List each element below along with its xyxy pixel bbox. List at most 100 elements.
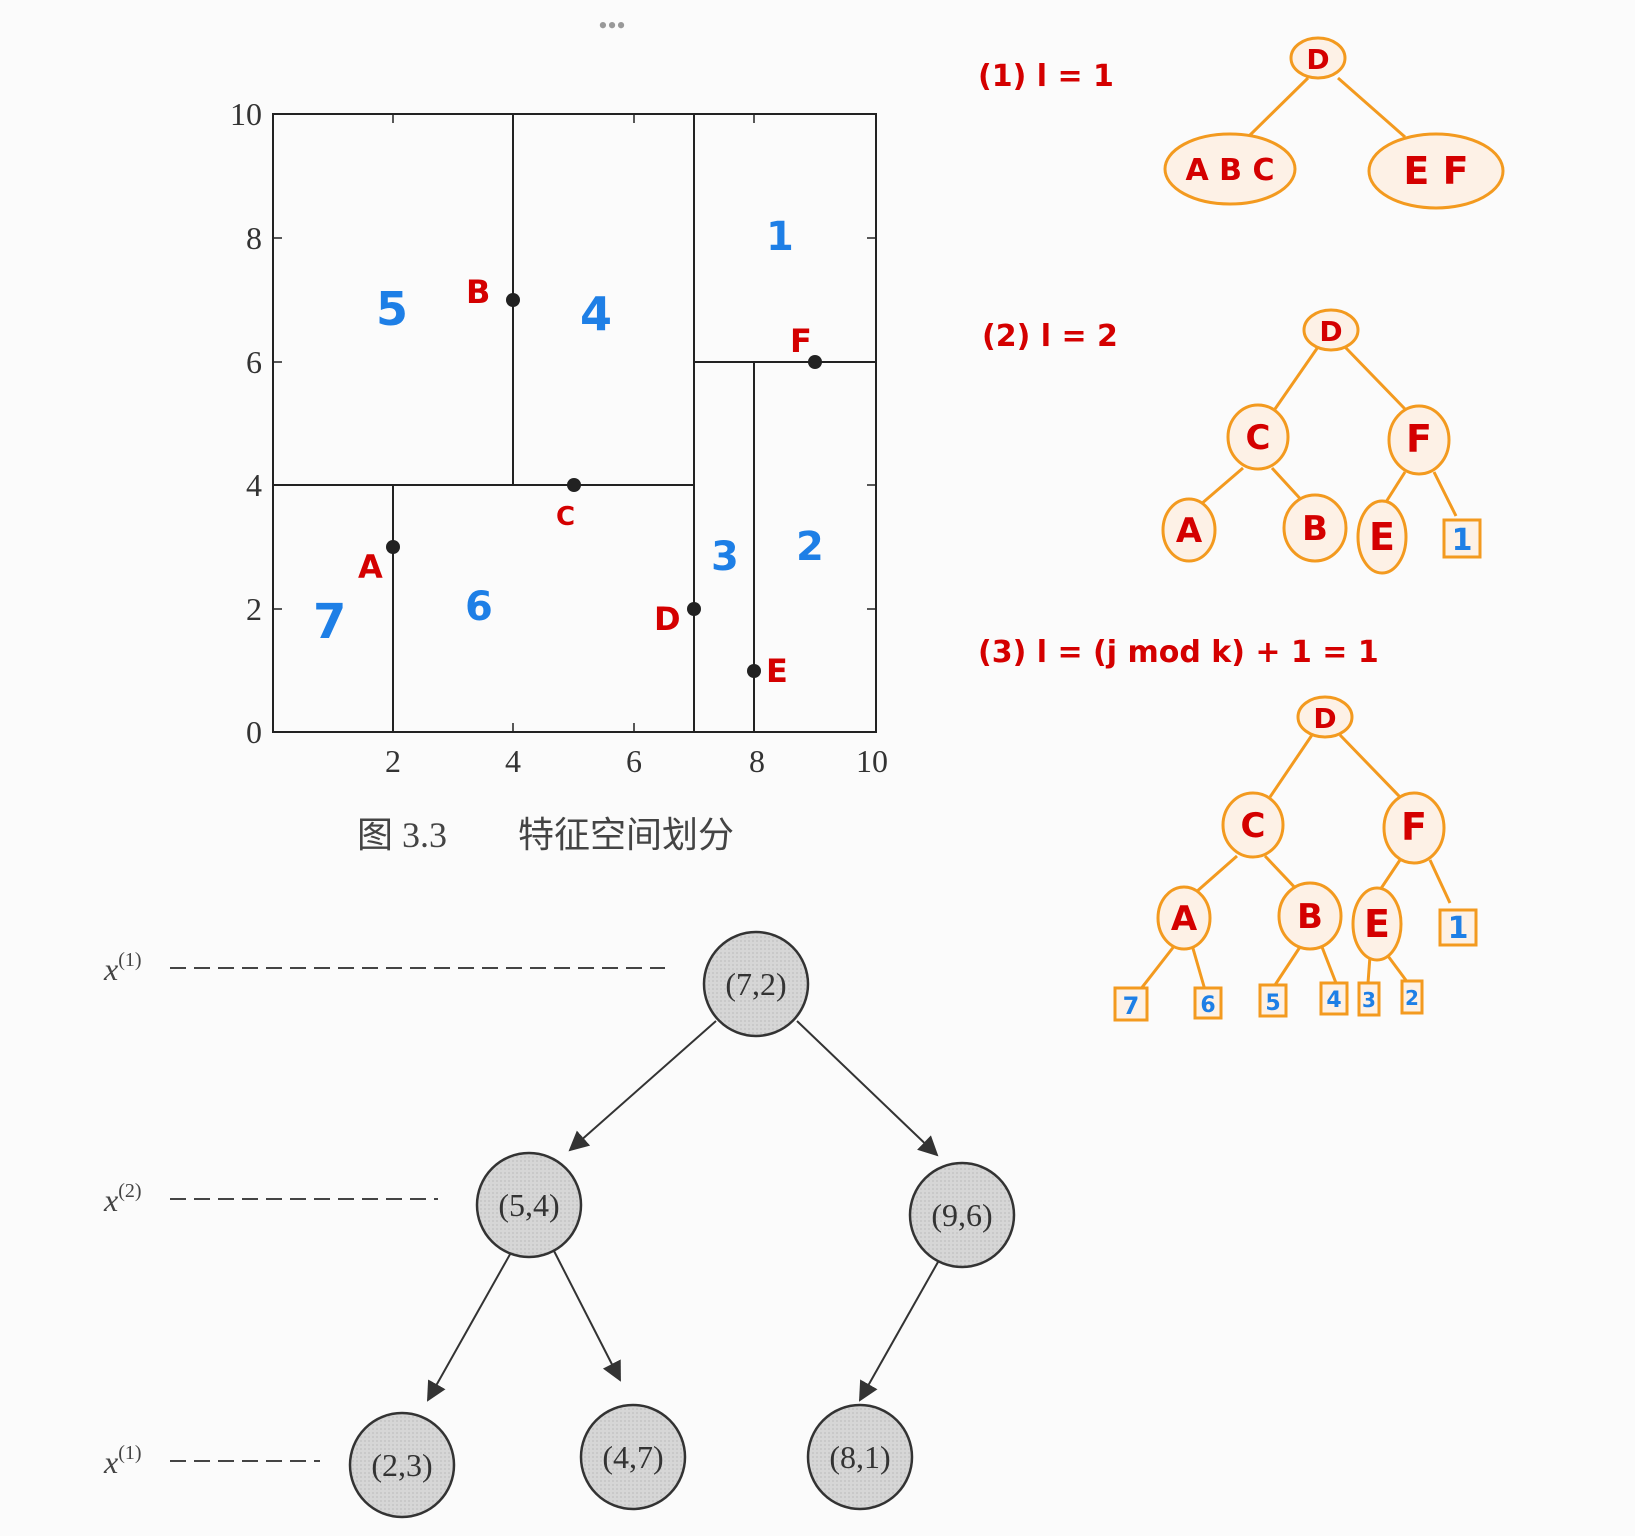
kd-node-7-2 [702, 930, 810, 1038]
data-point-d [687, 602, 701, 616]
tree3-node-c [1221, 791, 1285, 859]
tree2-node-a [1161, 497, 1217, 563]
level-label-1: x(1) [103, 949, 142, 987]
kd-node-label: (4,7) [602, 1439, 663, 1475]
annotation-trees: (1) l = 1 (2) l = 2 (3) l = (j mod k) + … [978, 36, 1505, 1022]
region-label-4: 4 [580, 287, 612, 341]
data-point-f [808, 355, 822, 369]
x-tick-label: 6 [626, 743, 642, 779]
tree3-b-label: B [1297, 897, 1323, 937]
plot-frame [272, 113, 877, 733]
region-label-7: 7 [313, 594, 346, 650]
point-label-b: B [466, 273, 490, 311]
tree1-root-node [1289, 36, 1347, 80]
tree2-node-c [1226, 403, 1290, 471]
tree3-root-label: D [1313, 702, 1336, 735]
tree3-a-label: A [1171, 899, 1198, 939]
kd-node-label: (7,2) [725, 966, 786, 1002]
point-label-d: D [654, 600, 681, 638]
data-point-b [506, 293, 520, 307]
tree3-c-label: C [1241, 806, 1266, 846]
tick-marks [273, 114, 876, 732]
tree2-c-label: C [1246, 418, 1271, 458]
tree1-left-label: A B C [1186, 153, 1275, 188]
y-tick-label: 6 [246, 344, 262, 380]
tree3-leaf-6-label: 6 [1200, 993, 1215, 1018]
x-tick-label: 2 [385, 743, 401, 779]
tree3-leaf-5 [1258, 983, 1288, 1018]
region-label-6: 6 [465, 584, 493, 630]
tree2-node-f [1387, 404, 1451, 476]
tree1-right-label: E F [1403, 149, 1468, 193]
y-tick-label: 2 [246, 591, 262, 627]
tree3-leaf-2 [1400, 979, 1424, 1015]
kd-node-2-3 [348, 1411, 456, 1519]
kd-node-5-4 [475, 1151, 583, 1259]
tree2-root-label: D [1319, 315, 1342, 348]
y-tick-label: 10 [230, 96, 262, 132]
tree3-root-node [1296, 695, 1354, 739]
tree3-node-e [1351, 886, 1403, 962]
region-label-2: 2 [796, 524, 824, 570]
point-label-c: C [556, 502, 575, 532]
data-point-e [747, 664, 761, 678]
tree2-f-label: F [1406, 417, 1432, 461]
kd-node-4-7 [579, 1403, 687, 1511]
point-label-e: E [766, 652, 788, 690]
top-dots: ••• [598, 11, 625, 40]
x-tick-label: 8 [749, 743, 765, 779]
tree1-right-node [1367, 132, 1505, 210]
tree3-leaf-5-label: 5 [1265, 991, 1280, 1016]
data-point-c [567, 478, 581, 492]
tree3-leaf-2-label: 2 [1405, 986, 1419, 1010]
point-label-f: F [790, 322, 812, 360]
tree2-b-label: B [1302, 509, 1328, 549]
tree3-leaf-3-label: 3 [1362, 988, 1376, 1012]
y-tick-label: 4 [246, 467, 262, 503]
region-label-1: 1 [766, 214, 794, 260]
tree2-node-b [1282, 493, 1348, 563]
step-label-2: (2) l = 2 [982, 319, 1118, 354]
tree3-leaf-4-label: 4 [1326, 988, 1341, 1013]
level-label-3: x(1) [103, 1442, 142, 1480]
tree2-root-node [1302, 308, 1360, 352]
tree3-leaf-1 [1438, 908, 1478, 947]
tree3-f-label: F [1401, 805, 1427, 849]
kd-tree-diagram: x(1) x(2) x(1) (7,2) (5 [103, 930, 1016, 1519]
tree3-node-f [1382, 791, 1446, 865]
level-label-2: x(2) [103, 1180, 142, 1218]
kd-node-label: (8,1) [829, 1439, 890, 1475]
tree2-node-e [1356, 499, 1408, 575]
tree2-leaf-1 [1442, 518, 1482, 559]
tree2-leaf-1-label: 1 [1452, 523, 1473, 558]
kd-node-label: (9,6) [931, 1197, 992, 1233]
step-label-3: (3) l = (j mod k) + 1 = 1 [978, 635, 1379, 670]
figure-caption-number: 图 3.3 [357, 815, 447, 855]
x-tick-label: 10 [856, 743, 888, 779]
tree1-left-node [1163, 132, 1297, 206]
tree3-leaf-3 [1357, 981, 1381, 1017]
tree3-leaf-6 [1193, 986, 1223, 1020]
data-point-a [386, 540, 400, 554]
tree2-e-label: E [1369, 515, 1395, 559]
tree3-leaf-7 [1113, 986, 1149, 1022]
region-label-3: 3 [711, 534, 739, 580]
tree2-a-label: A [1176, 511, 1203, 551]
y-tick-label: 8 [246, 220, 262, 256]
tree3-e-label: E [1364, 902, 1390, 946]
feature-space-plot: 10 8 6 4 2 0 2 4 6 8 10 A B C [230, 96, 888, 855]
kd-node-label: (5,4) [498, 1187, 559, 1223]
tree3-leaf-4 [1319, 981, 1349, 1016]
tree3-leaf-7-label: 7 [1123, 992, 1140, 1020]
partition-lines [273, 114, 876, 732]
region-label-5: 5 [376, 282, 408, 336]
tree3-node-b [1277, 881, 1343, 951]
y-tick-label: 0 [246, 714, 262, 750]
kd-node-9-6 [908, 1161, 1016, 1269]
step-label-1: (1) l = 1 [978, 59, 1114, 94]
point-label-a: A [358, 548, 383, 586]
tree3-leaf-1-label: 1 [1448, 911, 1469, 946]
tree1-root-label: D [1306, 43, 1329, 76]
tree3-node-a [1156, 885, 1212, 951]
kd-node-8-1 [806, 1403, 914, 1511]
